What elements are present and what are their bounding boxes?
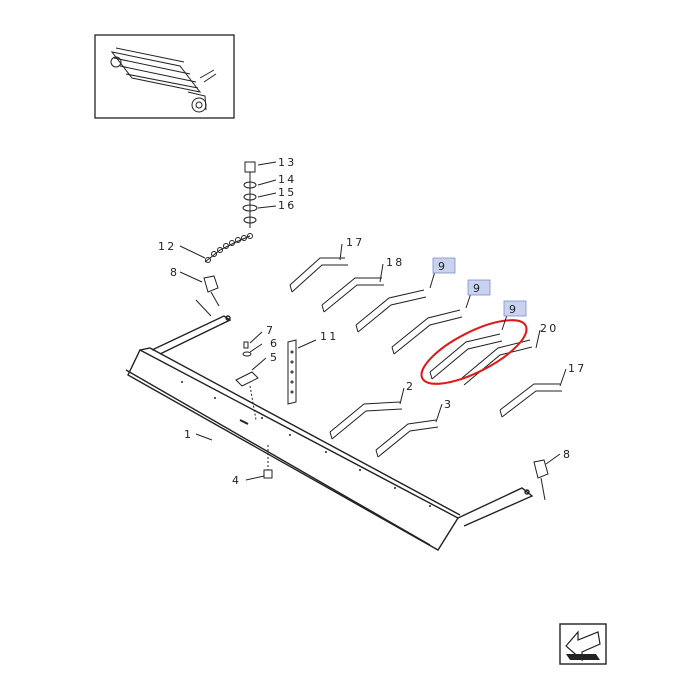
part-label-5[interactable]: 5 [270, 351, 279, 364]
label-9a-highlight [432, 257, 456, 274]
overview-machine-icon [110, 47, 217, 113]
part-label-17-right[interactable]: 17 [568, 362, 586, 375]
part-label-14[interactable]: 14 [278, 173, 296, 186]
highlight-ring [420, 319, 528, 385]
part-label-8-left[interactable]: 8 [170, 266, 179, 279]
next-page-arrow-icon[interactable] [559, 623, 607, 665]
bolt-stack [242, 161, 258, 228]
label-9c-highlight [503, 300, 527, 317]
clip-hardware [235, 341, 273, 479]
tine-17b [499, 383, 562, 418]
part-label-18[interactable]: 18 [386, 256, 404, 269]
part-label-3[interactable]: 3 [444, 398, 453, 411]
chain [204, 233, 253, 263]
part-label-7[interactable]: 7 [266, 324, 275, 337]
main-beam [125, 315, 534, 551]
part-label-9b[interactable]: 9 [473, 282, 482, 295]
part-label-6[interactable]: 6 [270, 337, 279, 350]
part-label-16[interactable]: 16 [278, 199, 296, 212]
label-9b-highlight [467, 279, 491, 296]
leader-lines [179, 161, 567, 481]
beam-holes [181, 381, 431, 507]
part-label-13[interactable]: 13 [278, 156, 296, 169]
tine-17a [289, 257, 348, 293]
part-label-2[interactable]: 2 [406, 380, 415, 393]
part-label-4[interactable]: 4 [232, 474, 241, 487]
tine-3 [375, 419, 439, 458]
tine-2 [329, 401, 403, 440]
part-label-20[interactable]: 20 [540, 322, 558, 335]
tine-20 [429, 333, 533, 386]
part-label-15[interactable]: 15 [278, 186, 296, 199]
hook-right [533, 459, 549, 501]
tine-9b [391, 309, 463, 355]
hook-left [195, 275, 220, 317]
part-label-17-top[interactable]: 17 [346, 236, 364, 249]
beam-slot [239, 419, 249, 425]
part-label-9c[interactable]: 9 [509, 303, 518, 316]
part-label-1[interactable]: 1 [184, 428, 193, 441]
tine-18 [321, 277, 384, 313]
part-label-12[interactable]: 12 [158, 240, 176, 253]
part-label-9a[interactable]: 9 [438, 260, 447, 273]
part-label-8-right[interactable]: 8 [563, 448, 572, 461]
overview-thumbnail[interactable] [94, 34, 235, 119]
strap [287, 339, 297, 405]
tine-9a [355, 289, 427, 333]
part-label-11[interactable]: 11 [320, 330, 338, 343]
